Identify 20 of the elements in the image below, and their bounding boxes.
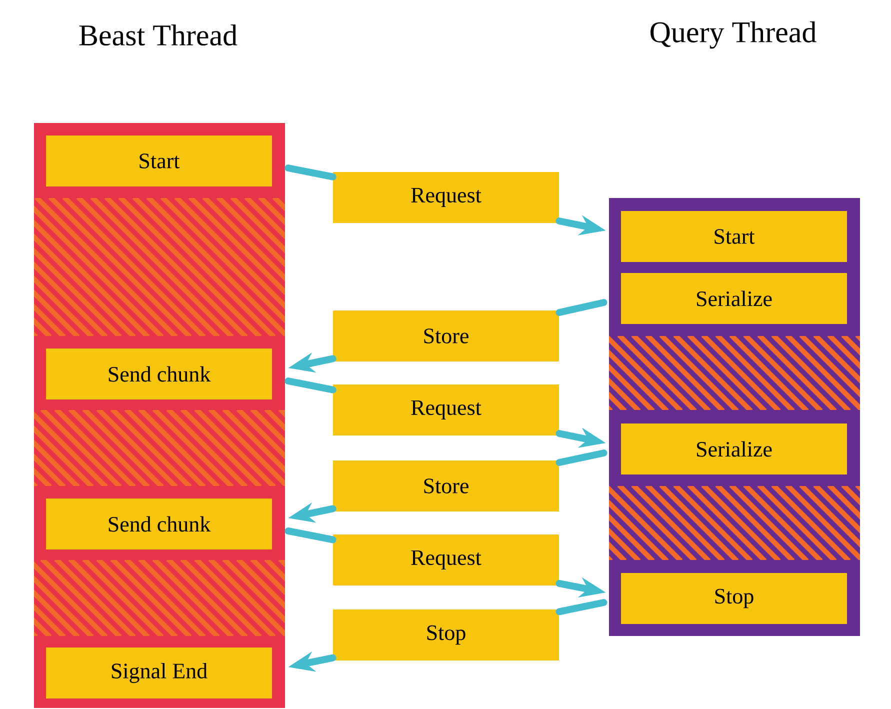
connector-line bbox=[556, 450, 608, 466]
column-heading: Beast Thread bbox=[79, 24, 238, 46]
step-box: Send chunk bbox=[46, 348, 272, 400]
connector-line bbox=[284, 164, 336, 180]
message-box: Request bbox=[333, 384, 559, 436]
step-box: Serialize bbox=[621, 424, 847, 474]
step-box: Send chunk bbox=[46, 498, 272, 550]
step-box: Start bbox=[621, 211, 847, 262]
message-box: Store bbox=[333, 310, 559, 362]
message-box: Store bbox=[333, 460, 559, 512]
message-box: Request bbox=[333, 172, 559, 223]
step-box: Signal End bbox=[46, 648, 272, 698]
step-box: Stop bbox=[621, 573, 847, 624]
step-box: Serialize bbox=[621, 273, 847, 324]
message-box: Request bbox=[333, 534, 559, 586]
connector-line bbox=[556, 299, 608, 316]
message-box: Stop bbox=[333, 610, 559, 660]
column-heading: Query Thread bbox=[650, 21, 816, 49]
connector-line bbox=[556, 599, 608, 616]
step-box: Start bbox=[46, 136, 272, 186]
